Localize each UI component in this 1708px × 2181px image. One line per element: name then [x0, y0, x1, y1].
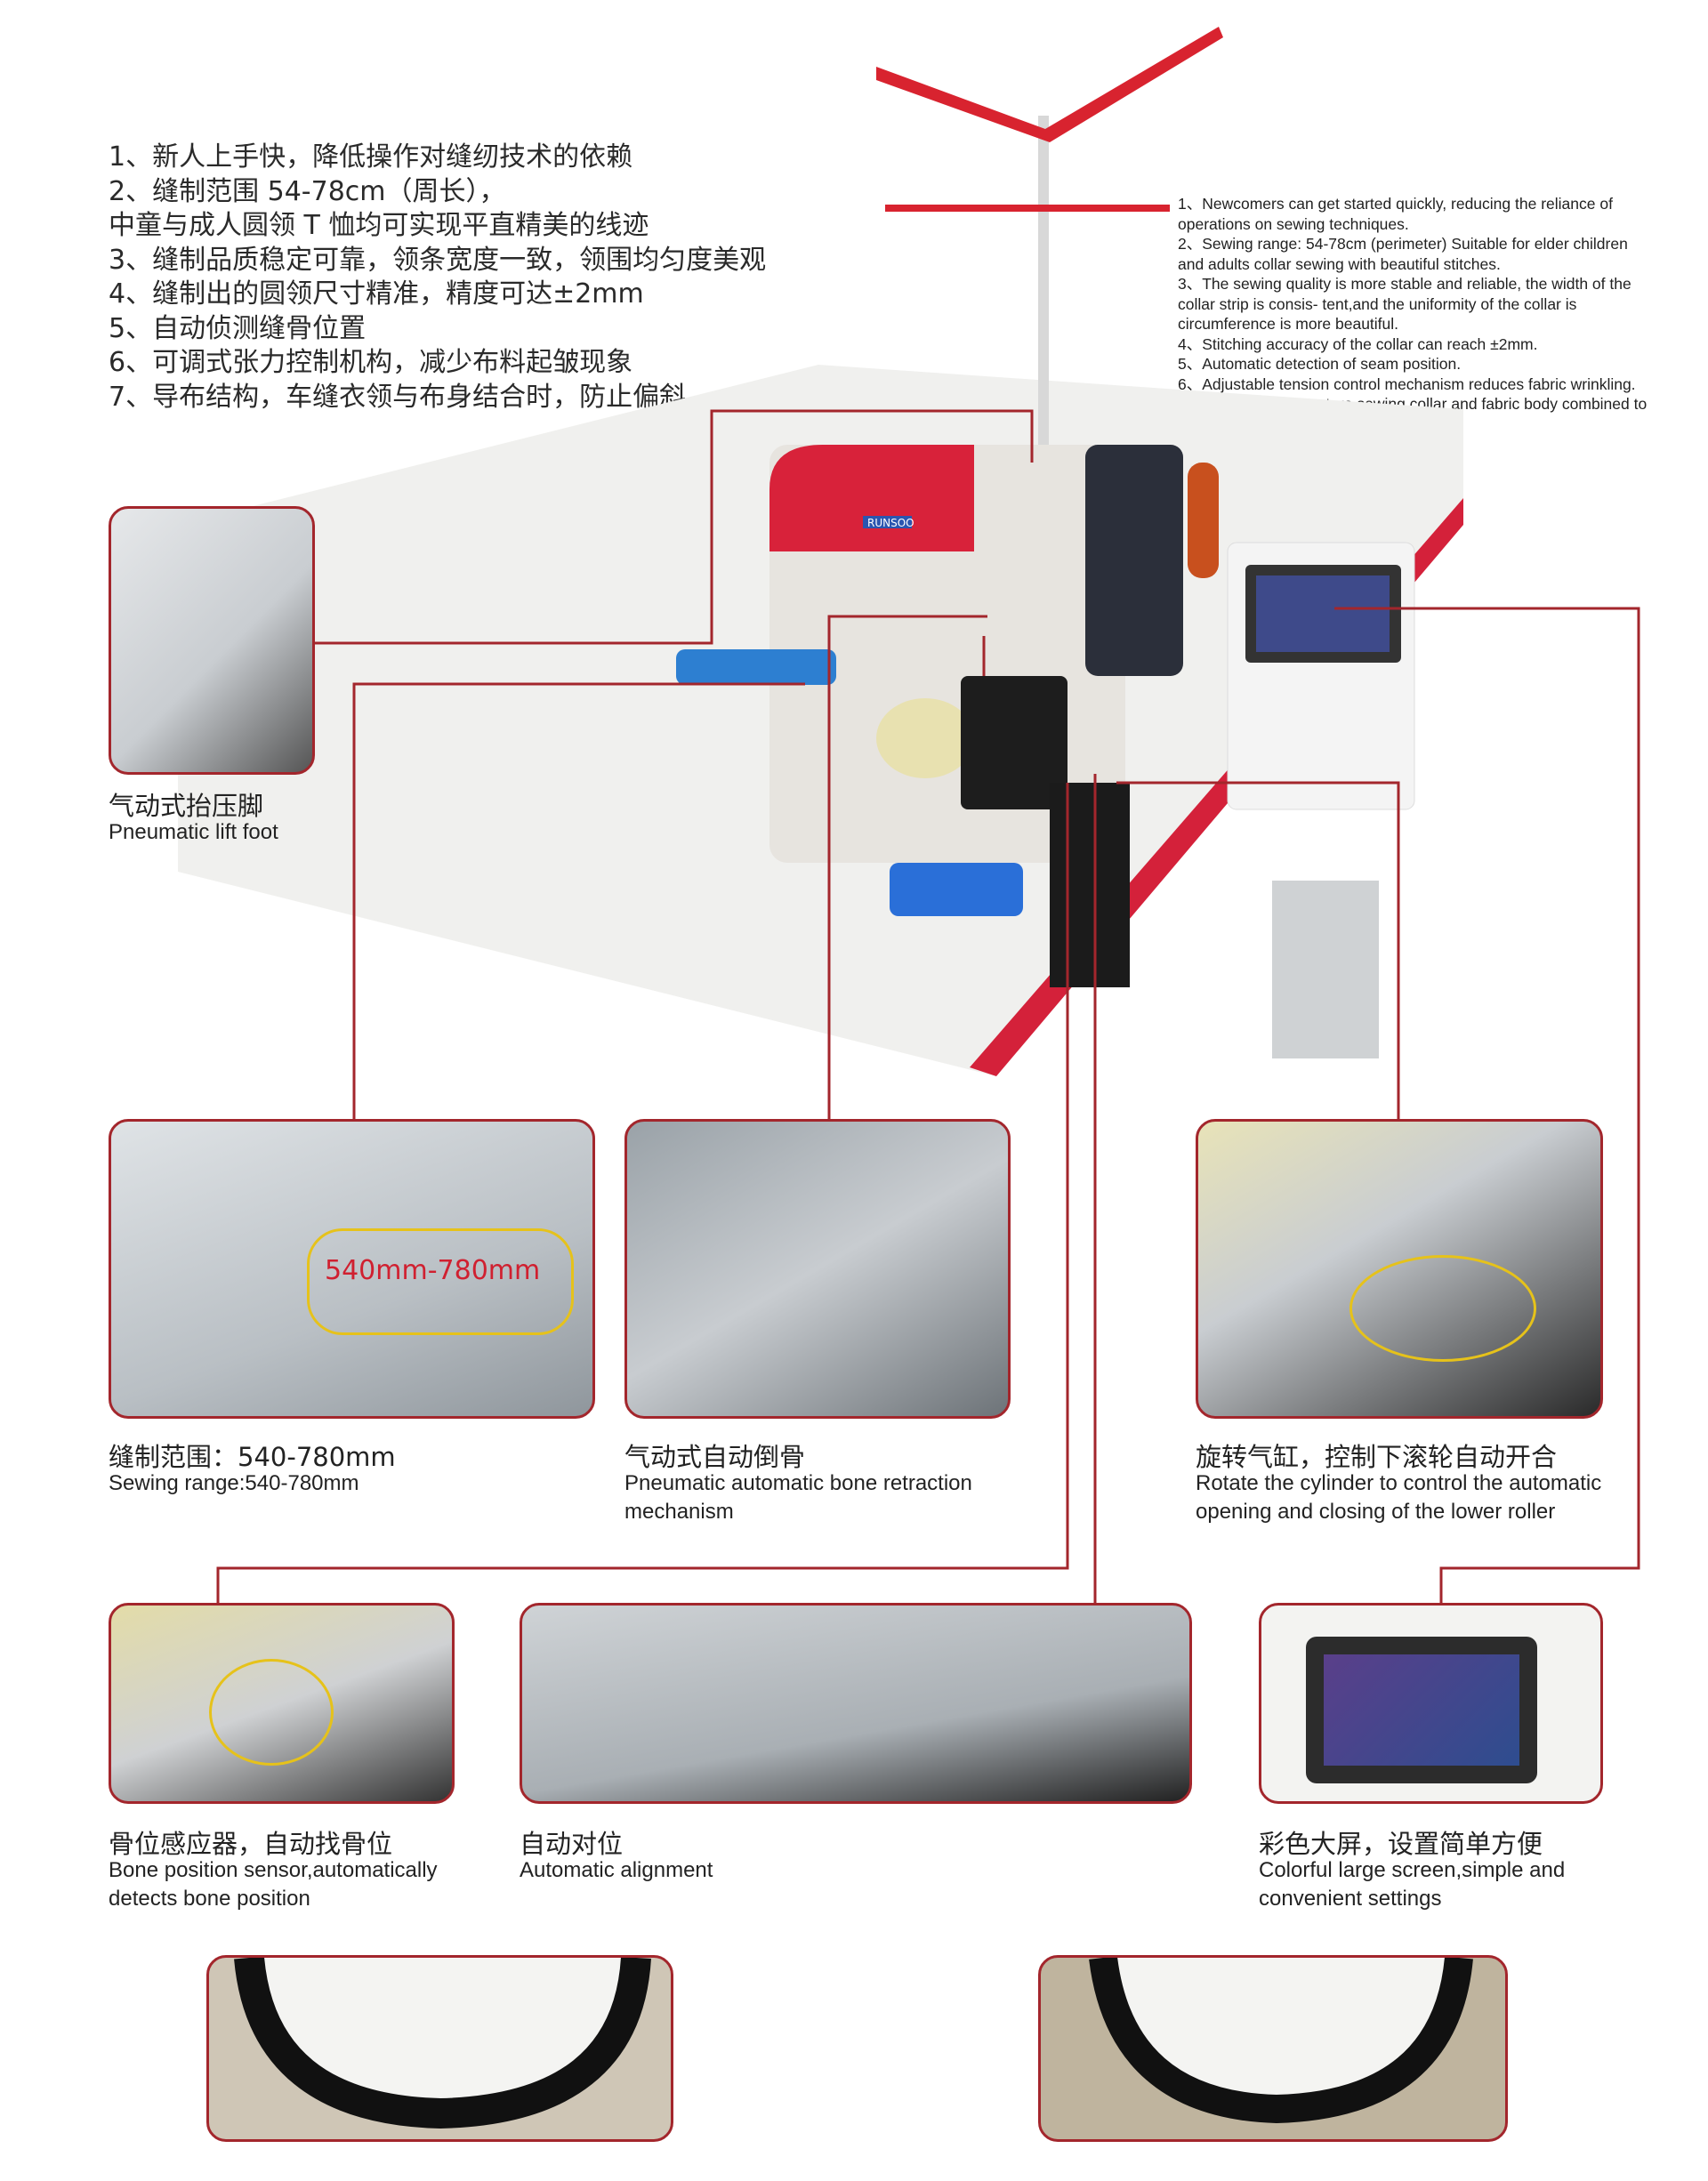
feature-en: 1、Newcomers can get started quickly, red… [1178, 195, 1613, 233]
photo-collar-sample-1 [206, 1955, 673, 2142]
feature-list-chinese: 1、新人上手快，降低操作对缝纫技术的依赖 2、缝制范围 54-78cm（周长），… [109, 141, 766, 414]
feature-en: 4、Stitching accuracy of the collar can r… [1178, 334, 1538, 353]
feature-en: 2、Sewing range: 54-78cm (perimeter) Suit… [1178, 235, 1628, 273]
caption-en: Automatic alignment [520, 1858, 713, 1882]
photo-pneumatic-lift-foot [109, 506, 315, 775]
feature-cn: 7、导布结构，车缝衣领与布身结合时，防止偏斜 [109, 381, 687, 413]
caption-cn: 缝制范围：540-780mm [109, 1442, 396, 1472]
feature-cn: 3、缝制品质稳定可靠，领条宽度一致，领围均匀度美观 [109, 244, 767, 276]
feature-en: 5、Automatic detection of seam position. [1178, 355, 1462, 373]
range-overlay-label: 540mm-780mm [325, 1255, 541, 1286]
caption-cn: 气动式自动倒骨 [624, 1442, 806, 1472]
caption-en: Sewing range:540-780mm [109, 1471, 359, 1495]
photo-sewing-range: 540mm-780mm [109, 1119, 595, 1419]
feature-cn: 6、可调式张力控制机构，减少布料起皱现象 [109, 347, 633, 378]
feature-cn: 5、自动侦测缝骨位置 [109, 312, 367, 344]
feature-en: 6、Adjustable tension control mechanism r… [1178, 374, 1636, 393]
photo-collar-sample-2 [1038, 1955, 1508, 2142]
caption-en: Colorful large screen,simple and conveni… [1259, 1858, 1566, 1911]
svg-text:RUNSOO: RUNSOO [867, 517, 914, 529]
thread-cone [1188, 463, 1219, 578]
feature-cn: 4、缝制出的圆领尺寸精准，精度可达±2mm [109, 278, 644, 310]
sewing-machine-photo: RUNSOO [178, 27, 1463, 1076]
caption-en: Bone position sensor,automatically detec… [109, 1858, 438, 1911]
feature-en: 3、The sewing quality is more stable and … [1178, 275, 1631, 333]
caption-cn: 彩色大屏，设置简单方便 [1259, 1829, 1543, 1859]
caption-en: Pneumatic automatic bone retraction mech… [624, 1471, 972, 1524]
caption-cn: 自动对位 [520, 1829, 624, 1859]
caption-en: Rotate the cylinder to control the autom… [1196, 1471, 1602, 1524]
caption-cn: 骨位感应器，自动找骨位 [109, 1829, 393, 1859]
feature-cn: 中童与成人圆领 T 恤均可实现平直精美的线迹 [109, 210, 649, 241]
feature-cn: 1、新人上手快，降低操作对缝纫技术的依赖 [109, 141, 633, 173]
photo-touch-screen [1259, 1603, 1603, 1804]
photo-bone-sensor [109, 1603, 455, 1804]
photo-rotary-cylinder [1196, 1119, 1603, 1419]
photo-auto-alignment [520, 1603, 1192, 1804]
caption-en: Pneumatic lift foot [109, 820, 278, 844]
caption-cn: 气动式抬压脚 [109, 791, 264, 821]
photo-bone-retraction [624, 1119, 1011, 1419]
feature-cn: 2、缝制范围 54-78cm（周长）， [109, 175, 506, 207]
caption-cn: 旋转气缸，控制下滚轮自动开合 [1196, 1442, 1558, 1472]
